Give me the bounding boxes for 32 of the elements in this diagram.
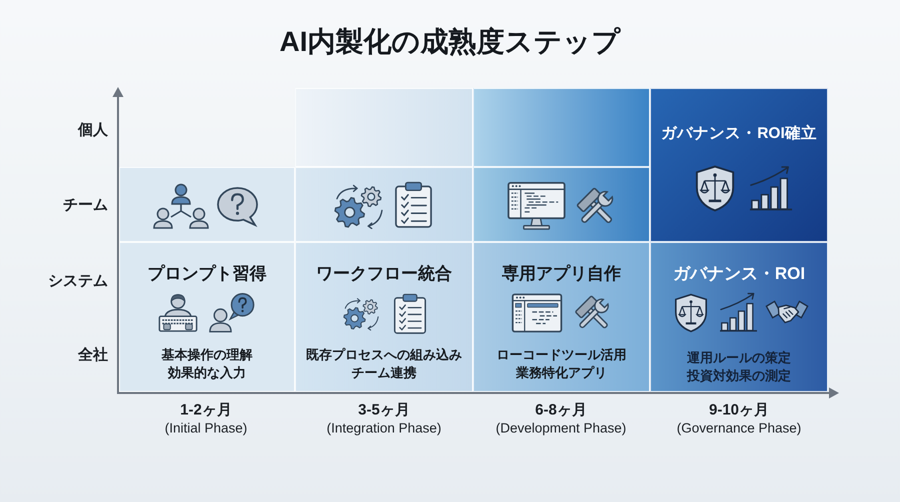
stage-cell (650, 242, 828, 392)
duration-label: 9-10ヶ月 (708, 400, 770, 420)
axis-label: システム (48, 272, 108, 290)
stage-cell (473, 242, 650, 392)
cell-heading: ワークフロー統合 (316, 263, 452, 285)
axis-label: 個人 (78, 120, 108, 140)
stage-cell (119, 242, 295, 392)
cell-heading: ガバナンス・ROI (672, 263, 806, 285)
cell-description: 運用ルールの策定投資対効果の測定 (686, 349, 792, 385)
duration-label: 3-5ヶ月 (358, 400, 410, 420)
cell-description: 既存プロセスへの組み込みチーム連携 (305, 346, 463, 382)
duration-label: 6-8ヶ月 (535, 400, 587, 420)
phase-label: (Integration Phase) (326, 420, 442, 436)
cell-heading: ガバナンス・ROI確立 (661, 124, 817, 144)
matrix-cell (473, 88, 650, 167)
duration-label: 1-2ヶ月 (180, 400, 232, 420)
cell-description: 基本操作の理解効果的な入力 (160, 346, 254, 382)
stage-cell (295, 242, 473, 392)
matrix-cell (119, 167, 295, 242)
phase-label: (Governance Phase) (676, 420, 802, 436)
matrix-cell (473, 167, 650, 242)
axis-label: チーム (63, 196, 108, 214)
cell-heading: 専用アプリ自作 (502, 263, 621, 285)
matrix-cell (295, 167, 473, 242)
diagram-title: AI内製化の成熟度ステップ (280, 25, 620, 59)
cell-description: ローコードツール活用業務特化アプリ (496, 346, 628, 382)
cell-heading: プロンプト習得 (148, 263, 266, 285)
stage-cell (650, 88, 828, 242)
axis-label: 全社 (78, 346, 108, 364)
phase-label: (Development Phase) (496, 420, 626, 436)
phase-label: (Initial Phase) (164, 420, 248, 436)
matrix-cell (295, 88, 473, 167)
